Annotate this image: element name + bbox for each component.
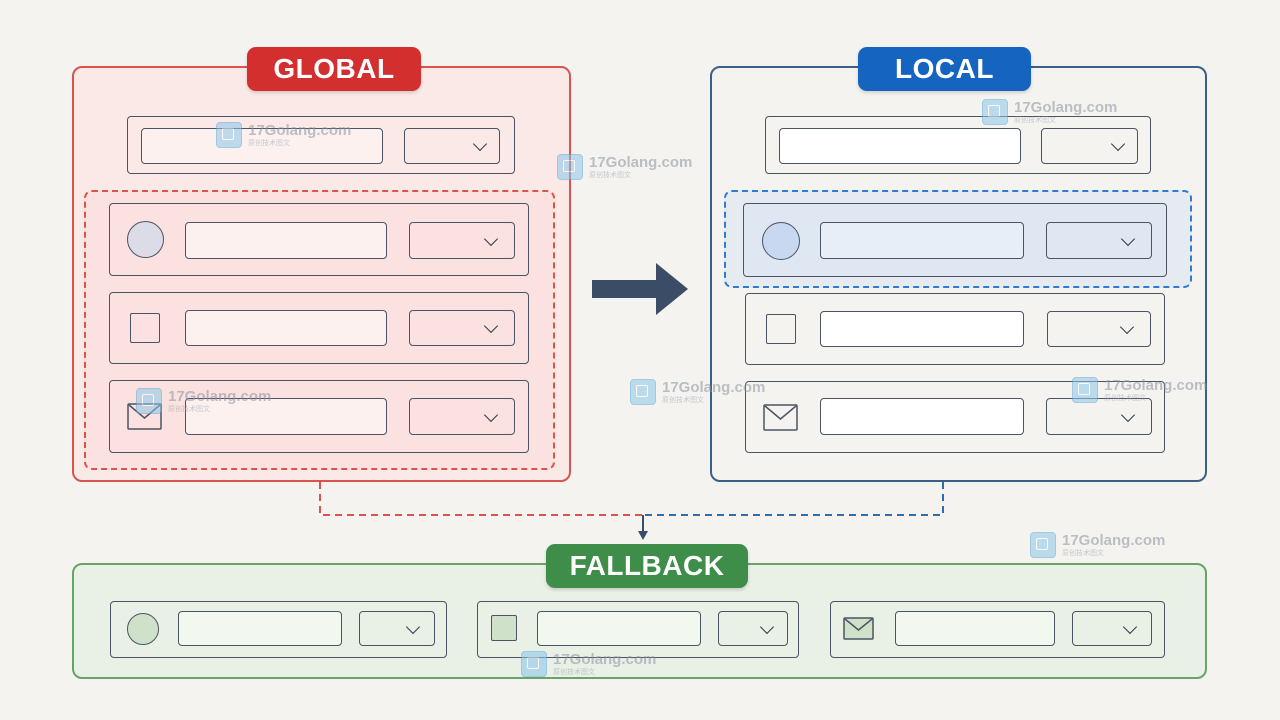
global-row-1-text-field[interactable] (185, 222, 387, 259)
global-to-fallback-connector (319, 482, 643, 516)
chevron-down-icon (483, 407, 499, 423)
fallback-item-3-text-field[interactable] (895, 611, 1055, 646)
global-top-dropdown[interactable] (404, 128, 500, 164)
circle-icon (127, 613, 159, 645)
global-row-2-text-field[interactable] (185, 310, 387, 346)
envelope-icon (763, 404, 798, 431)
global-row-3 (109, 380, 529, 453)
chevron-down-icon (483, 231, 499, 247)
circle-icon (762, 222, 800, 260)
fallback-pointer-arrow (638, 515, 648, 540)
global-row-3-dropdown[interactable] (409, 398, 515, 435)
fallback-item-2-text-field[interactable] (537, 611, 701, 646)
global-label: GLOBAL (247, 47, 421, 91)
local-row-3-text-field[interactable] (820, 398, 1024, 435)
global-top-text-field[interactable] (141, 128, 383, 164)
fallback-item-1-dropdown[interactable] (359, 611, 435, 646)
fallback-item-2 (477, 601, 799, 658)
fallback-item-1 (110, 601, 447, 658)
global-row-1 (109, 203, 529, 276)
chevron-down-icon (1120, 231, 1136, 247)
chevron-down-icon (483, 318, 499, 334)
local-row-2-dropdown[interactable] (1047, 311, 1151, 347)
chevron-down-icon (472, 136, 488, 152)
global-row-2-dropdown[interactable] (409, 310, 515, 346)
envelope-icon (843, 617, 874, 640)
chevron-down-icon (1120, 407, 1136, 423)
chevron-down-icon (759, 619, 775, 635)
global-row-3-text-field[interactable] (185, 398, 387, 435)
local-row-2-text-field[interactable] (820, 311, 1024, 347)
circle-icon (127, 221, 164, 258)
chevron-down-icon (1110, 136, 1126, 152)
global-top-row (127, 116, 515, 174)
local-row-3-dropdown[interactable] (1046, 398, 1152, 435)
local-label: LOCAL (858, 47, 1031, 91)
local-row-2 (745, 293, 1165, 365)
local-row-1-text-field[interactable] (820, 222, 1024, 259)
local-to-fallback-connector (643, 482, 944, 516)
local-row-3 (745, 381, 1165, 453)
chevron-down-icon (1119, 319, 1135, 335)
global-row-1-dropdown[interactable] (409, 222, 515, 259)
local-row-1-dropdown[interactable] (1046, 222, 1152, 259)
local-top-dropdown[interactable] (1041, 128, 1138, 164)
envelope-icon (127, 403, 162, 430)
square-icon (130, 313, 160, 343)
fallback-item-3-dropdown[interactable] (1072, 611, 1152, 646)
fallback-item-3 (830, 601, 1165, 658)
global-row-2 (109, 292, 529, 364)
square-icon (766, 314, 796, 344)
chevron-down-icon (1122, 619, 1138, 635)
chevron-down-icon (405, 619, 421, 635)
arrow-right-icon (592, 263, 688, 315)
fallback-item-1-text-field[interactable] (178, 611, 342, 646)
fallback-label: FALLBACK (546, 544, 748, 588)
local-top-row (765, 116, 1151, 174)
square-icon (491, 615, 517, 641)
fallback-item-2-dropdown[interactable] (718, 611, 788, 646)
local-top-text-field[interactable] (779, 128, 1021, 164)
